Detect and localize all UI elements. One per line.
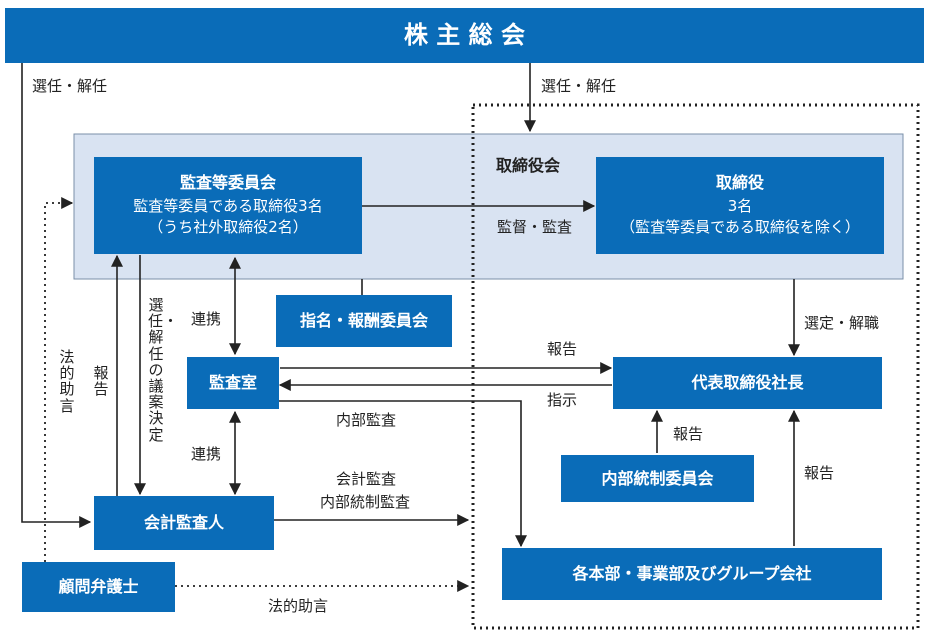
label-elect-dismiss-left: 選任・解任: [32, 77, 108, 95]
label-report-president: 報告: [547, 340, 578, 358]
execution-region-border: [471, 103, 920, 630]
legal-advisor-label: 顧問弁護士: [58, 577, 139, 597]
nomination-committee-label: 指名・報酬委員会: [299, 311, 428, 331]
label-cooperation-bottom: 連携: [191, 445, 222, 463]
accounting-auditor: 会計監査人: [94, 496, 274, 550]
president: 代表取締役社長: [613, 357, 882, 409]
audit-office: 監査室: [187, 357, 279, 409]
shareholders-meeting-title: 株 主 総 会: [403, 21, 526, 50]
label-supervise-audit: 監督・監査: [497, 218, 573, 236]
internal-control-committee: 内部統制委員会: [561, 455, 754, 502]
arrow-elect-dismiss-left: [21, 63, 92, 528]
audit-committee-title: 監査等委員会: [179, 172, 276, 192]
nomination-committee: 指名・報酬委員会: [276, 295, 452, 347]
divisions-label: 各本部・事業部及びグループ会社: [572, 564, 812, 584]
divisions: 各本部・事業部及びグループ会社: [502, 548, 882, 600]
directors-line1: 3名: [727, 196, 753, 215]
audit-committee-line1: 監査等委員である取締役3名: [133, 196, 323, 215]
label-cooperation-top: 連携: [191, 310, 222, 328]
label-elect-dismiss-right: 選任・解任: [541, 77, 617, 95]
audit-office-label: 監査室: [208, 373, 257, 393]
label-legal-advice-bottom: 法的助言: [268, 597, 329, 615]
label-report-divisions: 報告: [804, 464, 835, 482]
directors-line2: （監査等委員である取締役を除く）: [620, 218, 860, 237]
audit-committee: 監査等委員会 監査等委員である取締役3名 （うち社外取締役2名）: [94, 157, 362, 254]
label-agenda-vertical: 選任・解任の議案決定: [148, 296, 179, 444]
label-report-vertical: 報告: [93, 364, 109, 399]
board-title: 取締役会: [496, 156, 561, 175]
directors-title: 取締役: [715, 172, 764, 192]
label-accounting-audit: 会計監査: [336, 470, 397, 488]
audit-committee-line2: （うち社外取締役2名）: [148, 218, 308, 237]
legal-advisor: 顧問弁護士: [22, 562, 175, 612]
accounting-auditor-label: 会計監査人: [143, 513, 224, 533]
label-legal-advice-vertical: 法的助言: [59, 348, 75, 415]
label-instruct: 指示: [547, 391, 578, 409]
label-internal-control-audit: 内部統制監査: [320, 493, 411, 511]
label-report-icc: 報告: [673, 425, 704, 443]
label-appoint-dismiss: 選定・解職: [804, 314, 880, 332]
directors: 取締役 3名 （監査等委員である取締役を除く）: [596, 157, 884, 254]
label-internal-audit: 内部監査: [336, 411, 397, 429]
arrow-internal-audit: [272, 400, 527, 548]
shareholders-meeting: 株 主 総 会: [5, 8, 924, 63]
internal-control-committee-label: 内部統制委員会: [601, 468, 714, 488]
president-label: 代表取締役社長: [691, 373, 804, 393]
